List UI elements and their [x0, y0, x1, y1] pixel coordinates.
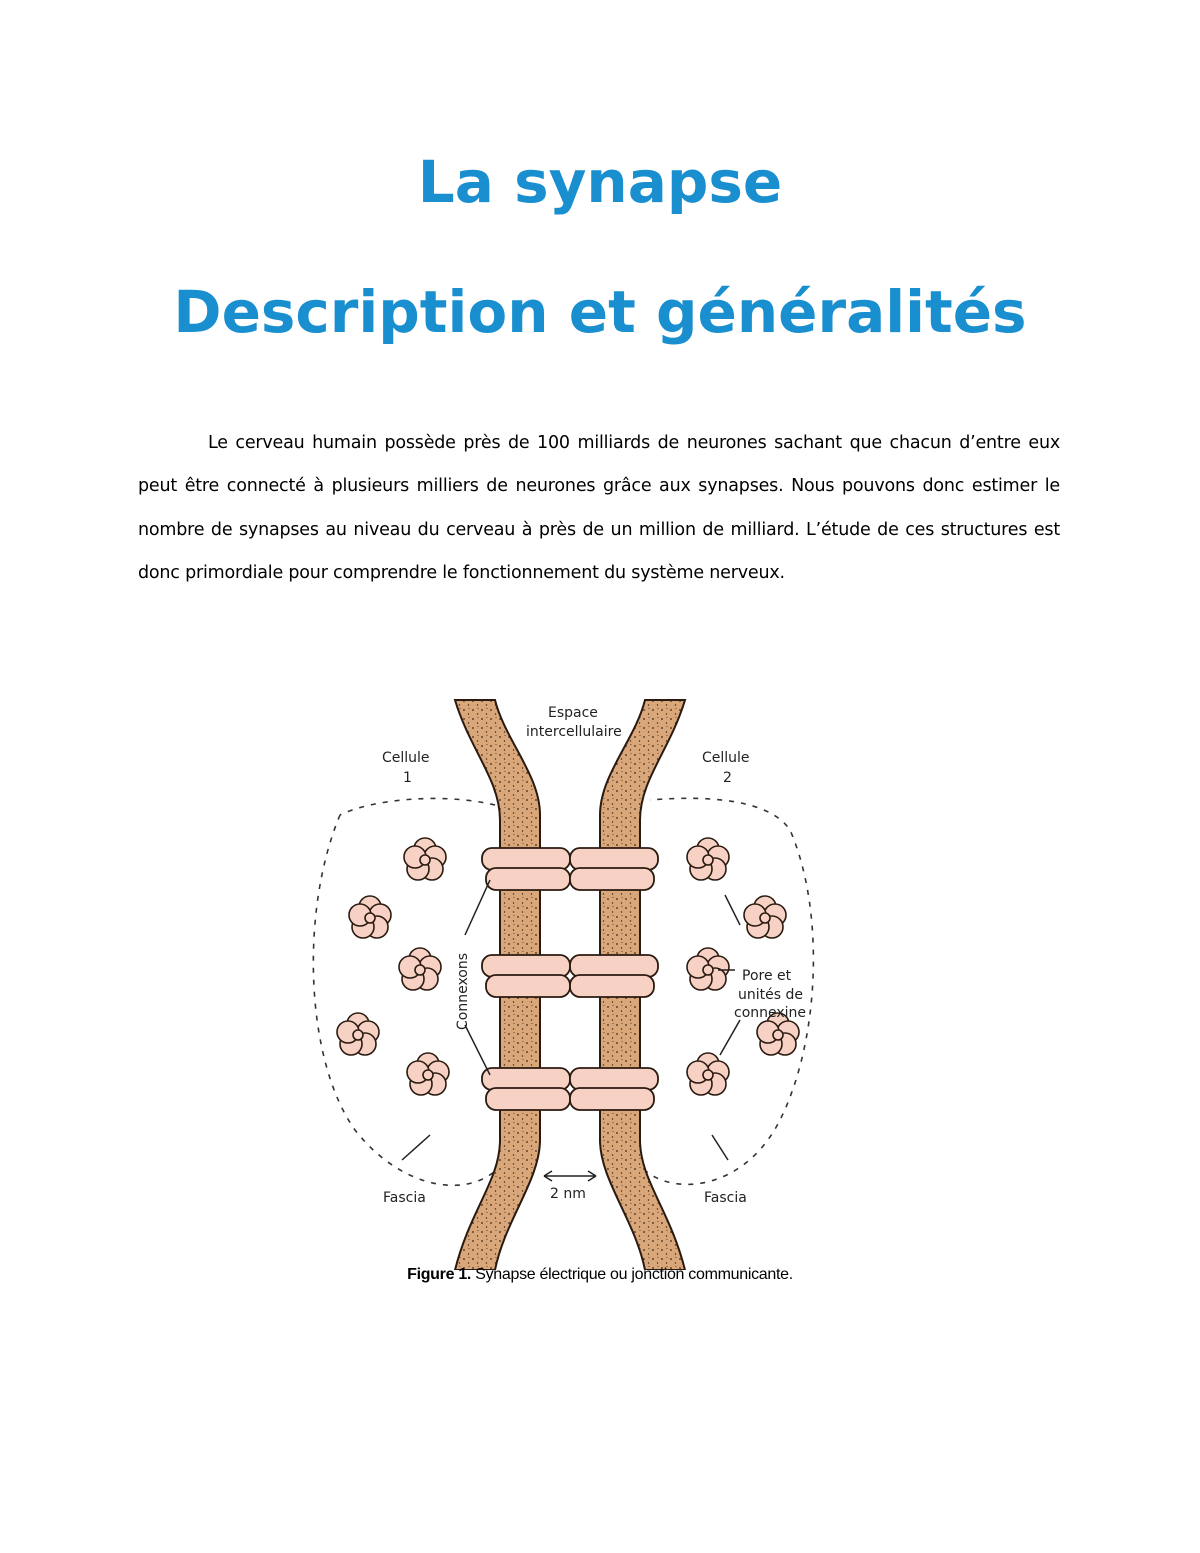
page-subtitle: Description et généralités	[173, 278, 1027, 346]
leader-lines	[401, 879, 741, 1161]
intro-paragraph-text: Le cerveau humain possède près de 100 mi…	[138, 432, 1060, 584]
label-space-2: intercellulaire	[526, 724, 622, 740]
label-cell2-1: Cellule	[702, 750, 750, 766]
gap-junction-figure: Espace intercellulaire Cellule 1 Cellule…	[312, 699, 815, 1270]
label-cell1-2: 1	[403, 770, 412, 786]
membrane-cell-1	[453, 699, 541, 1270]
label-pore-2: unités de	[738, 987, 803, 1003]
connexin-rosettes	[336, 837, 800, 1096]
label-pore-1: Pore et	[742, 968, 792, 984]
connexon-pair-top	[481, 847, 659, 891]
label-space-1: Espace	[548, 705, 598, 721]
connexon-pair-bottom	[481, 1067, 659, 1111]
caption-label: Figure 1.	[407, 1266, 472, 1283]
label-gap: 2 nm	[550, 1186, 586, 1202]
caption-text: Synapse électrique ou jonction communica…	[471, 1266, 793, 1283]
cell-outline-dashed	[312, 797, 815, 1187]
label-pore-3: connexine	[734, 1005, 806, 1021]
figure-caption: Figure 1. Synapse électrique ou jonction…	[0, 1266, 1200, 1284]
page-title: La synapse	[417, 148, 783, 216]
membrane-cell-2	[599, 699, 687, 1270]
connexon-pair-middle	[481, 954, 659, 998]
gap-arrow	[543, 1170, 597, 1182]
label-cell2-2: 2	[723, 770, 732, 786]
label-connexons: Connexons	[455, 953, 471, 1030]
label-fascia-left: Fascia	[383, 1190, 426, 1206]
intro-paragraph: Le cerveau humain possède près de 100 mi…	[138, 422, 1060, 596]
label-fascia-right: Fascia	[704, 1190, 747, 1206]
label-cell1-1: Cellule	[382, 750, 430, 766]
